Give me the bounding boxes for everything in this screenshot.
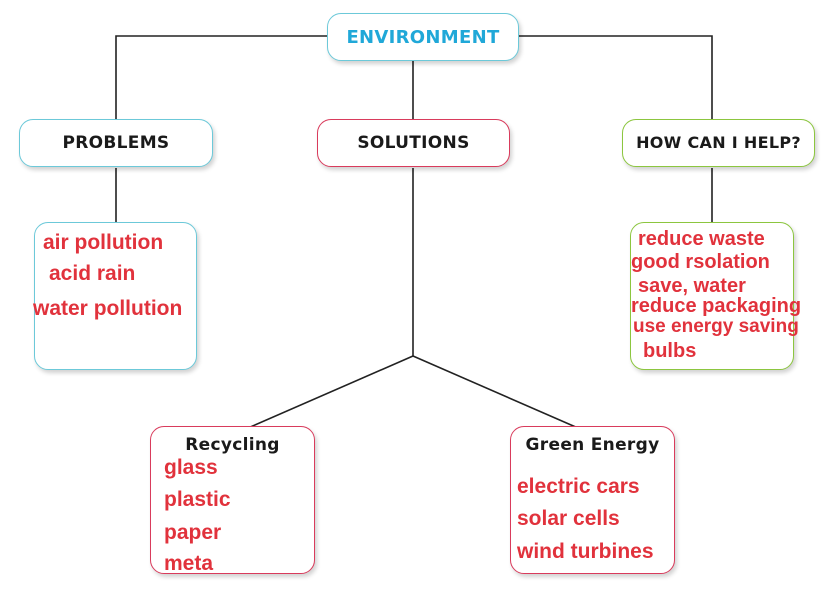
line-to-recycling [247, 355, 414, 429]
solutions-title: SOLUTIONS [357, 133, 470, 153]
node-problems: PROBLEMS [19, 119, 213, 167]
green-energy-item: solar cells [517, 507, 620, 530]
environment-title: ENVIRONMENT [346, 27, 500, 48]
help-item: good rsolation [631, 251, 770, 273]
green-energy-item: wind turbines [517, 540, 654, 563]
line-to-green-energy [412, 355, 579, 429]
problem-item: acid rain [49, 262, 136, 285]
line-root-to-help [518, 35, 713, 120]
node-environment: ENVIRONMENT [327, 13, 519, 61]
recycling-item: meta [164, 552, 214, 575]
recycling-title: Recycling [185, 435, 280, 455]
help-title: HOW CAN I HELP? [636, 133, 801, 152]
line-root-to-problems [115, 35, 330, 120]
green-energy-box: Green Energy electric cars solar cells w… [510, 426, 675, 574]
problem-item: air pollution [43, 231, 164, 254]
help-item: bulbs [643, 340, 697, 362]
recycling-item: glass [164, 456, 218, 479]
help-list-box: reduce waste good rsolation save, water … [630, 222, 801, 370]
problem-item: water pollution [33, 297, 183, 320]
problems-title: PROBLEMS [62, 133, 170, 153]
problems-list-box: air pollution acid rain water pollution [33, 222, 197, 370]
help-item: save, water [638, 275, 746, 297]
recycling-box: Recycling glass plastic paper meta [150, 426, 315, 575]
green-energy-title: Green Energy [525, 435, 660, 455]
node-solutions: SOLUTIONS [317, 119, 510, 167]
help-item: use energy saving [633, 316, 799, 337]
green-energy-item: electric cars [517, 475, 640, 498]
node-how-can-i-help: HOW CAN I HELP? [622, 119, 815, 167]
help-item: reduce waste [638, 228, 765, 250]
help-item: reduce packaging [631, 295, 802, 317]
recycling-item: paper [164, 521, 222, 544]
recycling-item: plastic [164, 488, 231, 511]
